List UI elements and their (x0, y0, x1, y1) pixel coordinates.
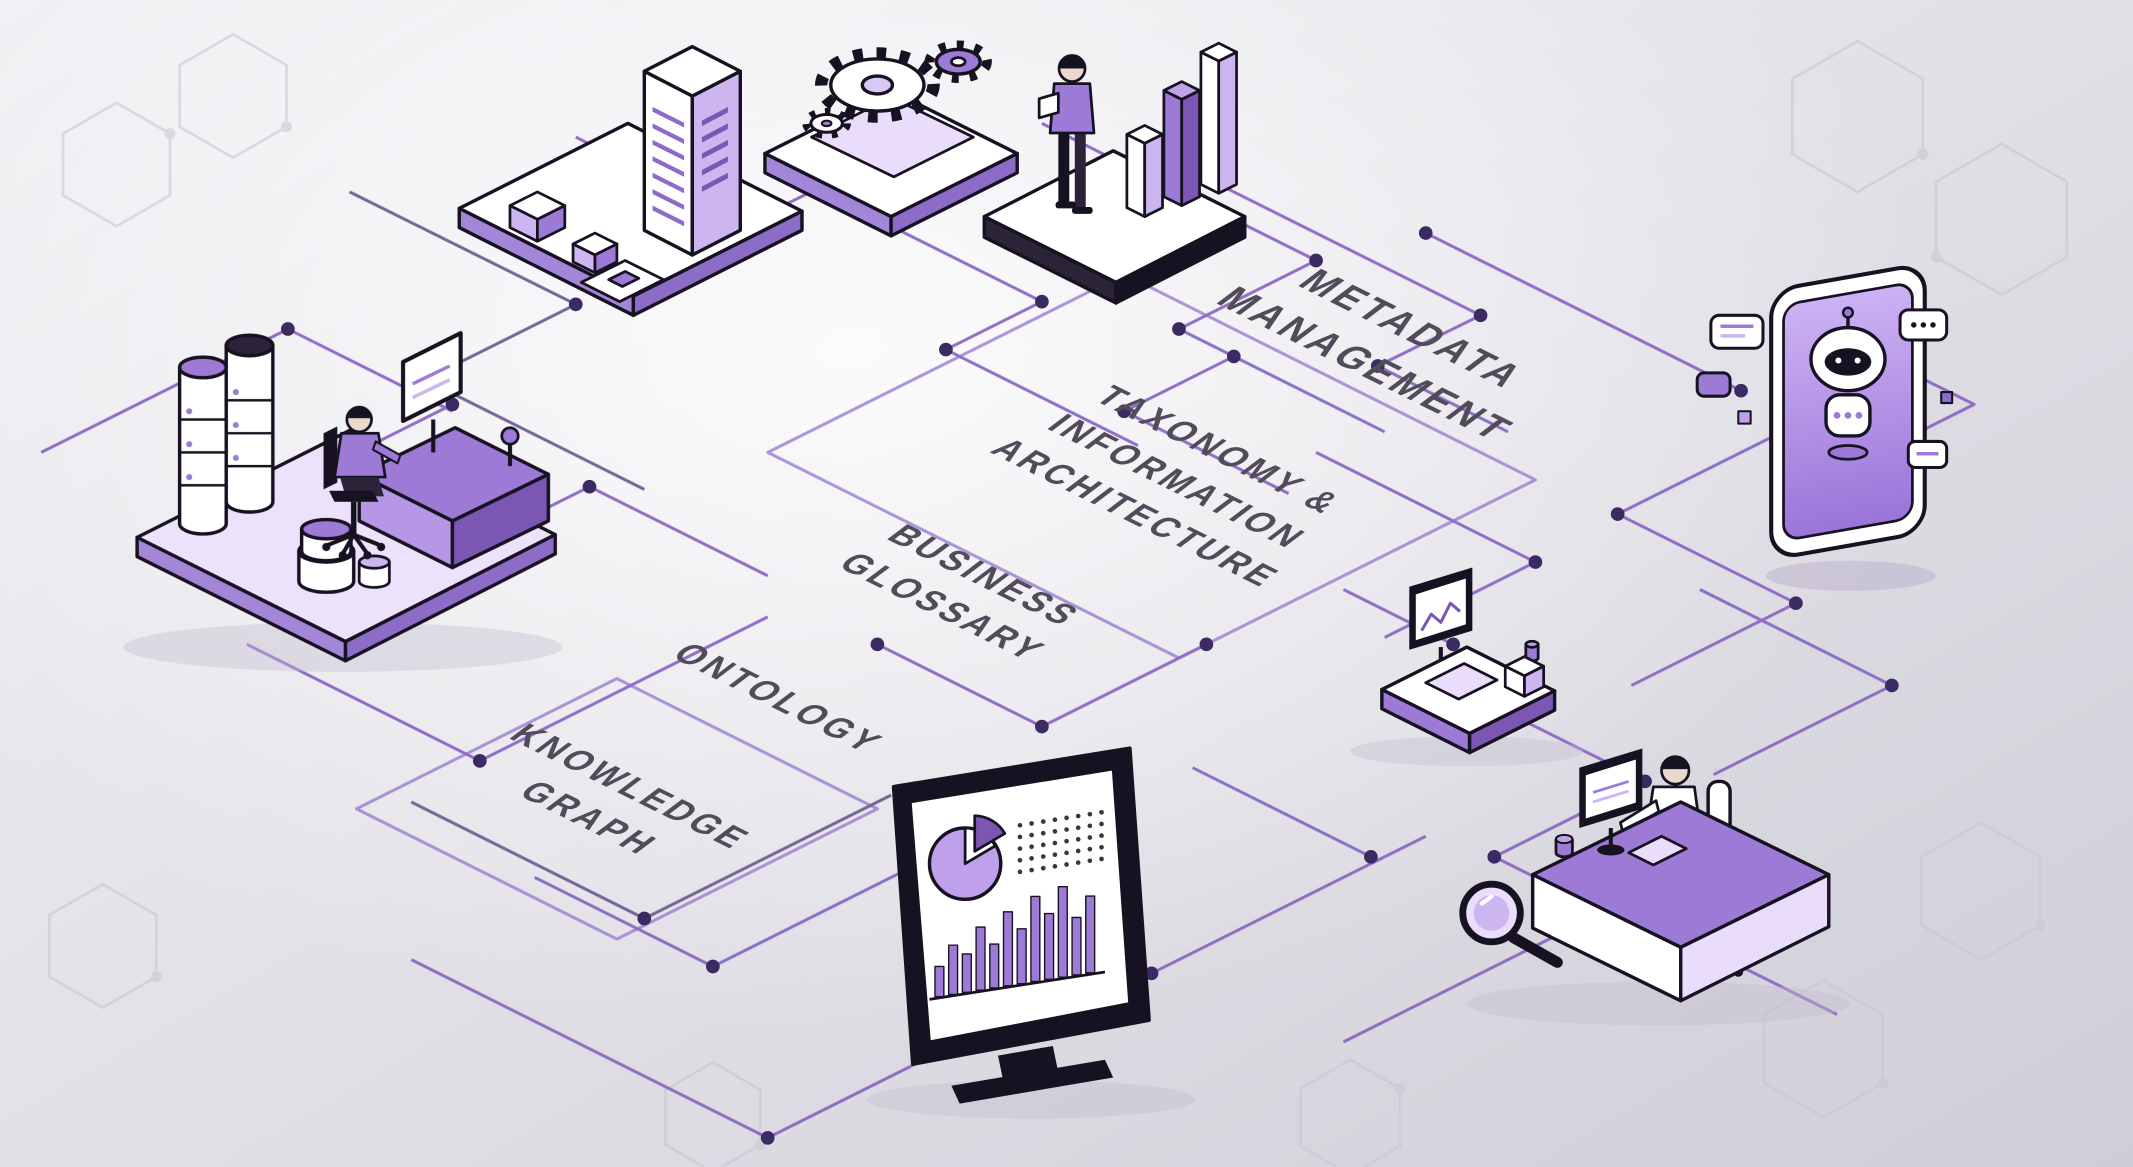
chatbot-robot-icon (1809, 306, 1887, 461)
shadow (1466, 981, 1851, 1026)
server-cylinder-icon (224, 333, 275, 514)
gear-icon (802, 107, 851, 139)
bar-chart-icon (1125, 41, 1238, 218)
seated-person (322, 405, 402, 560)
speech-bubble-icon (1695, 371, 1732, 398)
hexagon-pattern (47, 32, 2069, 1167)
gear-icon (924, 40, 992, 83)
analyst-with-bar-chart-illustration (982, 41, 1247, 305)
device-box-icon (1503, 639, 1546, 698)
pixel-square (1940, 391, 1954, 405)
desk (1530, 800, 1831, 1003)
server-building-illustration (457, 44, 804, 318)
pixel-square (1737, 410, 1752, 425)
workstation-illustration (1350, 567, 1584, 767)
pie-chart-icon (927, 814, 1007, 902)
monitor-icon (400, 331, 463, 453)
server-cylinder-icon (177, 355, 228, 536)
chatbot-phone-illustration (1695, 265, 1954, 591)
standing-person (1037, 54, 1096, 214)
dashboard-monitor-illustration (866, 746, 1196, 1119)
keyboard-icon (1627, 834, 1688, 867)
speech-bubble-icon (1709, 313, 1765, 350)
monitor-icon (1409, 567, 1473, 672)
speech-bubble-icon (1906, 439, 1949, 469)
researcher-desk-illustration (1459, 748, 1851, 1026)
desk (357, 426, 551, 570)
speech-bubble-icon (1898, 308, 1949, 342)
dot-grid (1017, 809, 1104, 875)
shadow (1765, 560, 1936, 591)
server-tower-icon (642, 44, 742, 257)
server-box-icon (508, 190, 665, 303)
gears-platform-illustration (763, 40, 1019, 238)
desk-lamp-icon (500, 426, 520, 467)
gear-icon (815, 47, 940, 123)
connector-nodes (281, 153, 1899, 1145)
magnifying-glass-icon (1459, 880, 1563, 968)
keyboard-icon (1424, 662, 1499, 701)
mug-icon (1554, 833, 1574, 859)
data-engineer-workspace-illustration (123, 331, 563, 672)
shadow (866, 1080, 1196, 1119)
monitor-icon (1579, 748, 1643, 856)
